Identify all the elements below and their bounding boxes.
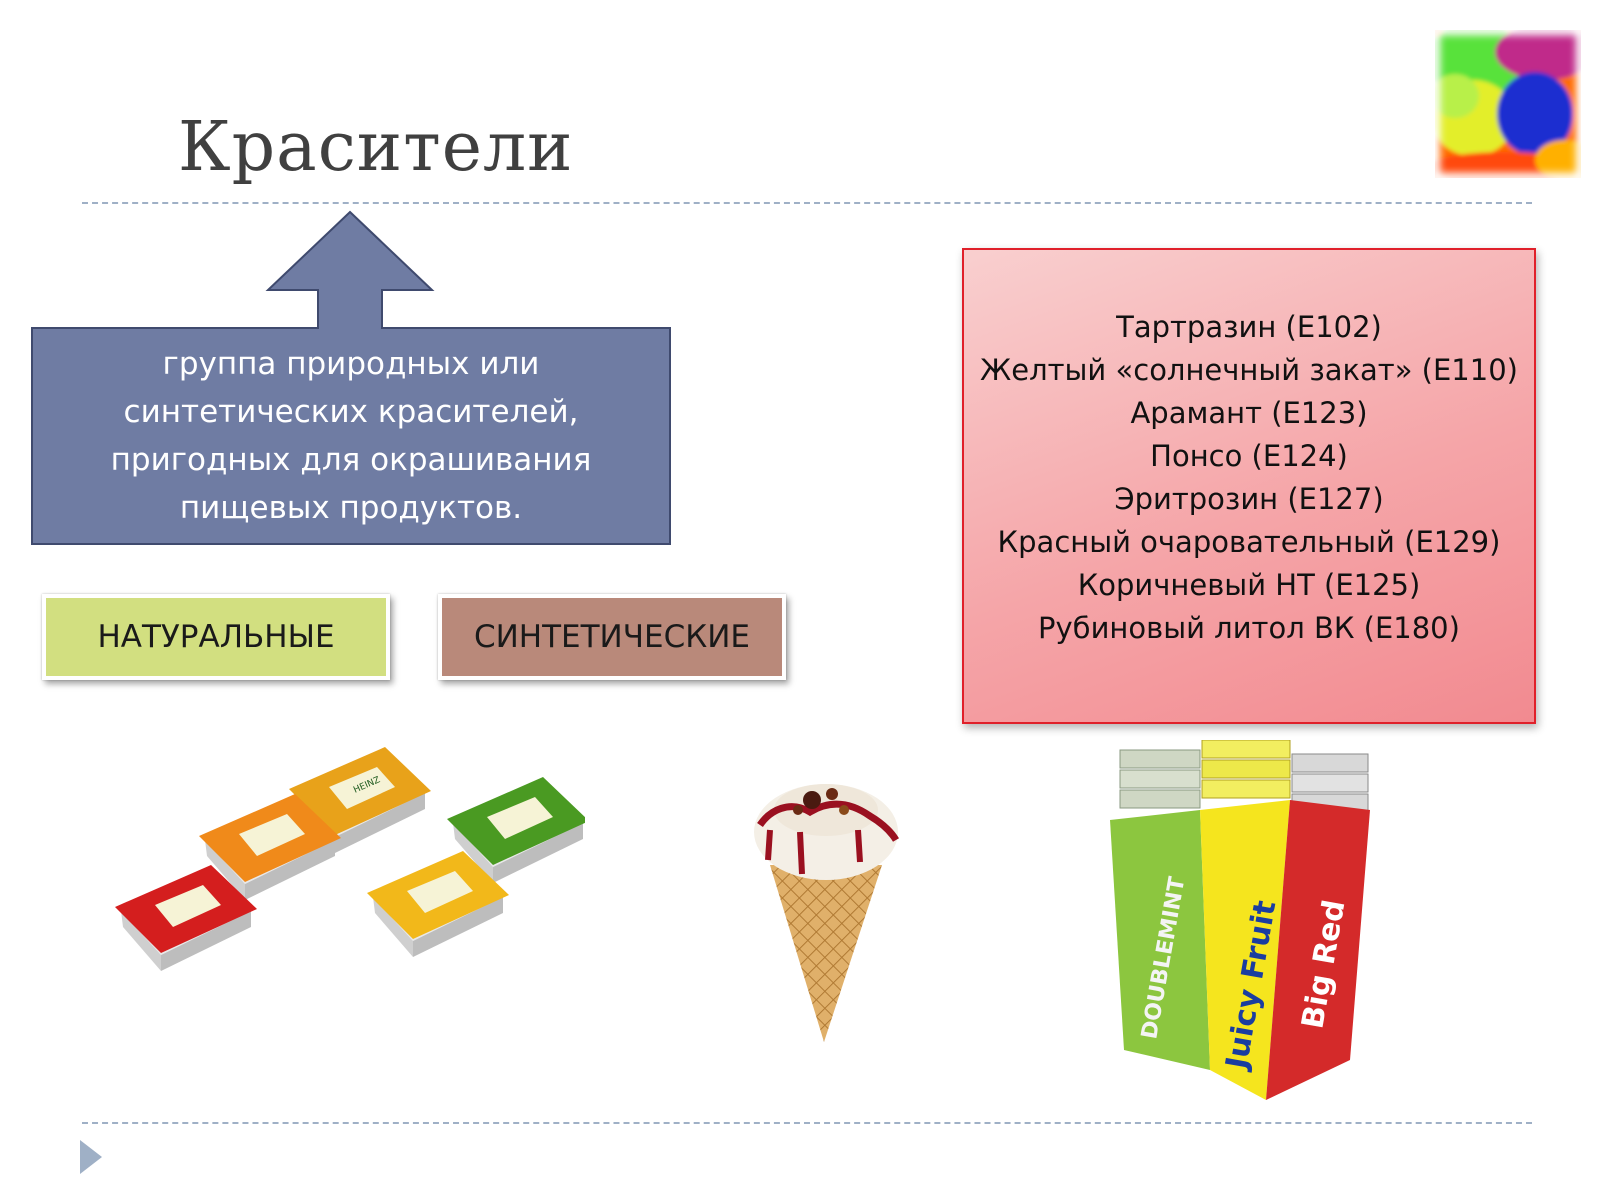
dye-item: Арамант (Е123) [1130, 396, 1368, 430]
dye-item: Рубиновый литол ВК (Е180) [1038, 611, 1460, 645]
definition-arrow-shape [31, 210, 671, 545]
natural-category-label: НАТУРАЛЬНЫЕ [97, 619, 335, 655]
synthetic-category-label: СИНТЕТИЧЕСКИЕ [473, 619, 751, 655]
footer-divider [82, 1122, 1532, 1124]
dye-item: Понсо (Е124) [1150, 439, 1348, 473]
pigment-powders-image [1435, 30, 1581, 178]
dye-item: Тартразин (Е102) [1116, 310, 1382, 344]
title-divider [82, 202, 1532, 204]
dye-item: Желтый «солнечный закат» (Е110) [980, 353, 1518, 387]
definition-text: группа природных или синтетических краси… [110, 346, 592, 526]
synthetic-category-box: СИНТЕТИЧЕСКИЕ [438, 594, 786, 680]
chewing-gum-packs-image: DOUBLEMINT Juicy Fruit Big Red [1110, 740, 1370, 1100]
dye-item: Красный очаровательный (Е129) [997, 525, 1501, 559]
dye-item: Эритрозин (Е127) [1114, 482, 1384, 516]
synthetic-dyes-box: Тартразин (Е102) Желтый «солнечный закат… [962, 248, 1536, 724]
sauce-cups-image: HEINZ [115, 747, 585, 971]
slide-title: Красители [178, 108, 574, 187]
dye-item: Коричневый НТ (Е125) [1077, 568, 1421, 602]
ice-cream-cone-image [754, 784, 900, 1042]
synthetic-dyes-list: Тартразин (Е102) Желтый «солнечный закат… [964, 306, 1534, 650]
play-triangle-icon[interactable] [80, 1140, 102, 1174]
natural-category-box: НАТУРАЛЬНЫЕ [42, 594, 390, 680]
